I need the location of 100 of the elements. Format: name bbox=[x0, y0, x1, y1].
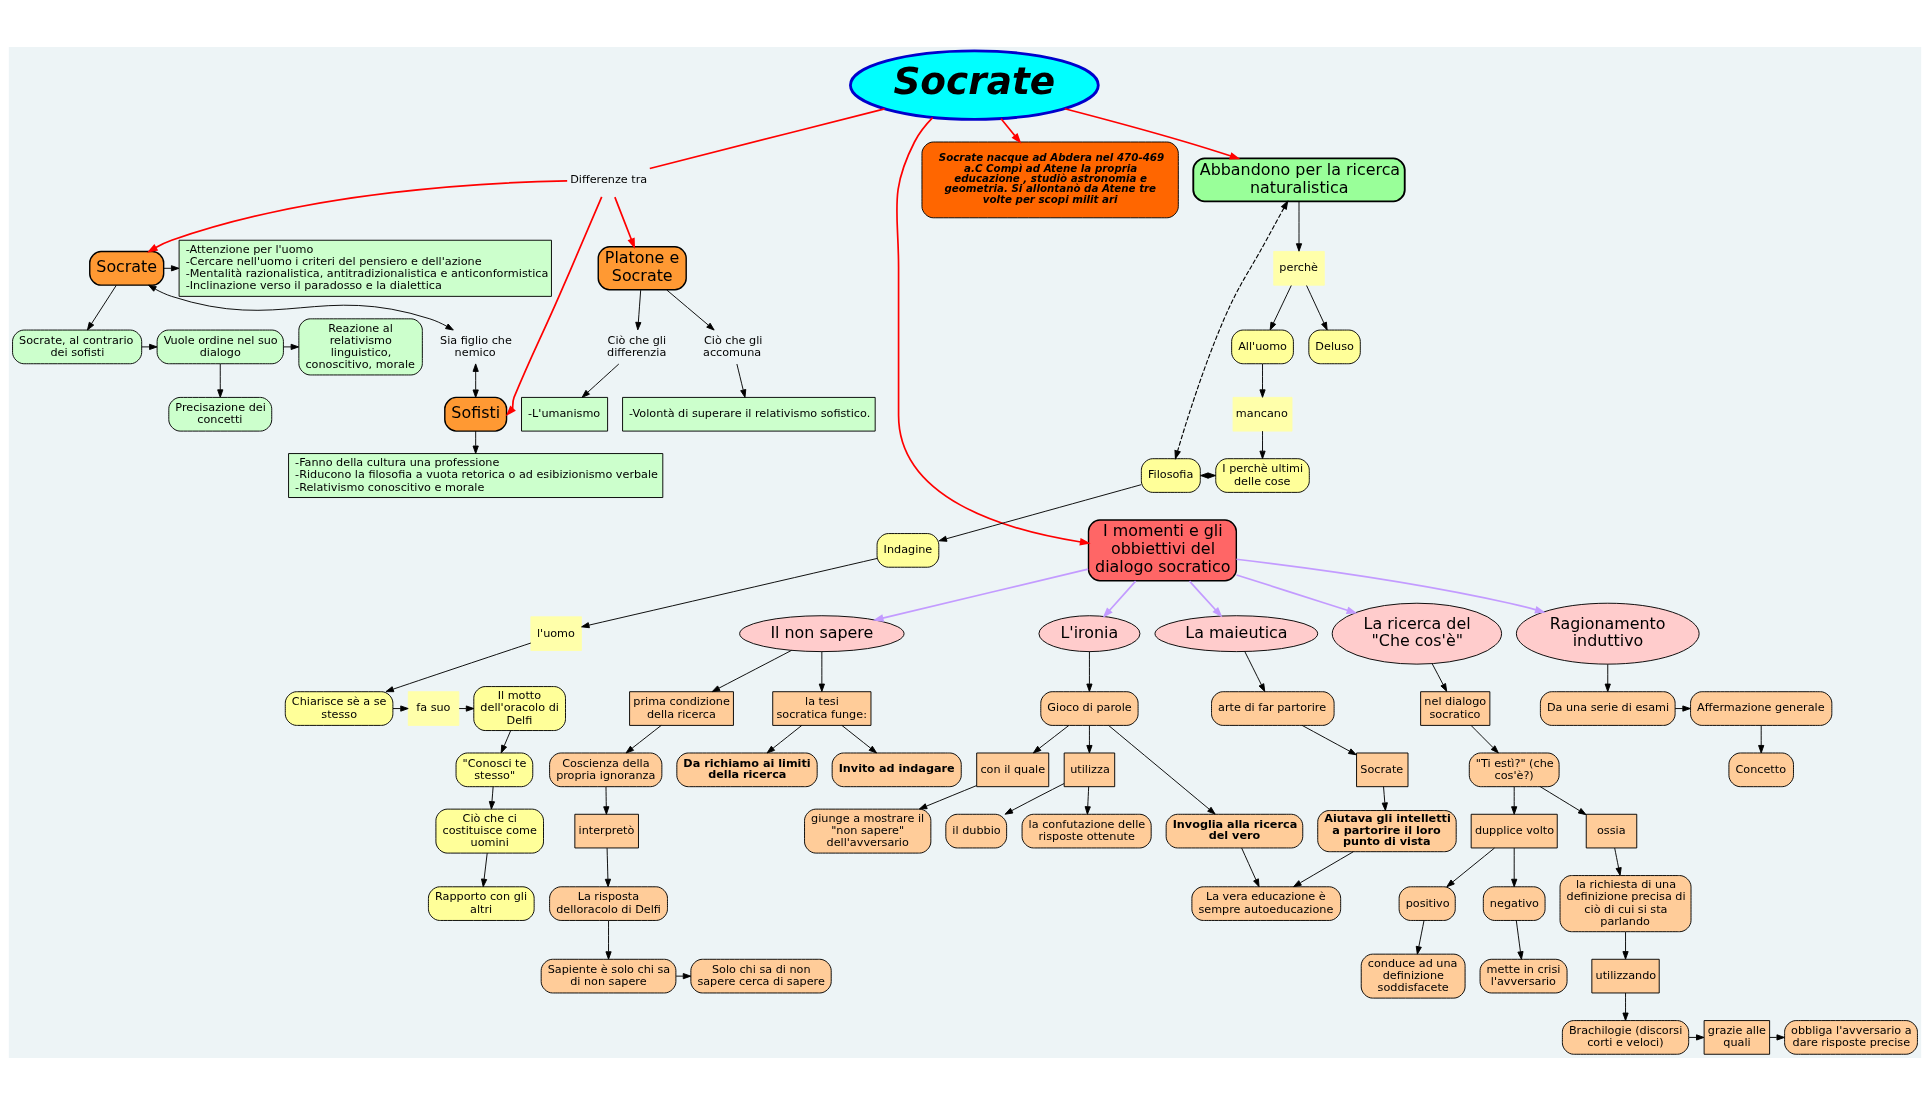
node-box: Precisazione dei concetti bbox=[168, 396, 273, 432]
node-box: grazie alle quali bbox=[1703, 1020, 1771, 1055]
node-box: Invito ad indagare bbox=[831, 752, 962, 788]
node-box: Reazione al relativismo linguistico, conoscitivo, morale bbox=[298, 318, 423, 376]
arrow bbox=[1235, 574, 1358, 614]
arrow bbox=[1269, 285, 1292, 331]
node-box: Deluso bbox=[1308, 329, 1361, 365]
node-ellipse: La maieutica bbox=[1154, 615, 1319, 653]
arrow bbox=[1431, 663, 1448, 692]
node-box: Aiutava gli intelletti a partorire il loro punto di vista bbox=[1317, 810, 1457, 853]
arrow bbox=[163, 265, 180, 272]
node-box: mancano bbox=[1232, 396, 1293, 432]
arrow bbox=[392, 705, 409, 712]
arrow bbox=[635, 289, 642, 331]
node-box: conduce ad una definizione soddisfacete bbox=[1360, 953, 1466, 999]
arrow bbox=[1086, 724, 1093, 754]
node-ellipse: Socrate bbox=[849, 49, 1100, 121]
arrow bbox=[1758, 724, 1765, 754]
node-box: il dubbio bbox=[945, 813, 1008, 849]
arrow bbox=[148, 284, 454, 331]
arrow bbox=[1084, 786, 1091, 815]
node-box: La risposta delloracolo di Delfi bbox=[549, 886, 668, 921]
node-box: prima condizione della ricerca bbox=[629, 691, 734, 726]
node-box: Socrate bbox=[1356, 752, 1409, 788]
node-box: La vera educazione è sempre autoeducazione bbox=[1191, 886, 1342, 921]
arrow bbox=[1295, 201, 1303, 252]
node-box: Socrate bbox=[89, 250, 165, 286]
node-box: ossia bbox=[1585, 813, 1638, 849]
node-box: negativo bbox=[1482, 886, 1546, 921]
node-box: positivo bbox=[1398, 886, 1456, 921]
node-box: Affermazione generale bbox=[1690, 691, 1833, 726]
node-box: nel dialogo socratico bbox=[1420, 691, 1491, 726]
arrow bbox=[1470, 724, 1499, 754]
node-box: Chiarisce sè a se stesso bbox=[284, 691, 394, 726]
node-box: Gioco di parole bbox=[1040, 691, 1139, 726]
arrow bbox=[766, 724, 803, 754]
arrow bbox=[1086, 651, 1093, 692]
arrow bbox=[1293, 851, 1354, 888]
arrow bbox=[1174, 199, 1289, 460]
arrow bbox=[1000, 118, 1022, 144]
node-box: -Fanno della cultura una professione -Riducono la filosofia a vuota retorica o ad esibizionismo verbale -Relativismo conoscitivo e morale bbox=[288, 453, 664, 498]
node-box: Abbandono per la ricerca naturalistica bbox=[1192, 157, 1406, 203]
arrow bbox=[1032, 724, 1070, 754]
node-box: arte di far partorire bbox=[1211, 691, 1335, 726]
arrow bbox=[818, 651, 825, 692]
node-box: Sofisti bbox=[444, 396, 508, 432]
arrow bbox=[1614, 847, 1622, 876]
arrow bbox=[488, 786, 496, 810]
node-box: Socrate, al contrario dei sofisti bbox=[12, 329, 143, 365]
node-text: Ciò che gli accomuna bbox=[703, 333, 763, 359]
arrow bbox=[1515, 920, 1524, 960]
arrow bbox=[736, 363, 747, 398]
arrow bbox=[1301, 724, 1357, 756]
arrow bbox=[1244, 651, 1266, 692]
node-text: Ciò che gli differenzia bbox=[607, 333, 667, 359]
arrow bbox=[500, 730, 512, 754]
arrow bbox=[581, 558, 878, 629]
arrow bbox=[1259, 363, 1266, 398]
arrow bbox=[458, 705, 475, 712]
arrow bbox=[841, 724, 878, 754]
node-box: con il quale bbox=[976, 752, 1050, 788]
arrow bbox=[675, 973, 692, 980]
arrow bbox=[614, 196, 636, 249]
node-box: Brachilogie (discorsi corti e veloci) bbox=[1561, 1020, 1690, 1055]
arrow bbox=[481, 852, 488, 888]
arrow bbox=[666, 289, 715, 331]
arrow bbox=[1235, 558, 1546, 614]
connector bbox=[648, 108, 886, 170]
arrow bbox=[603, 786, 610, 815]
node-box: Solo chi sa di non sapere cerca di sapere bbox=[690, 958, 832, 994]
arrow bbox=[918, 785, 977, 810]
arrow bbox=[1511, 786, 1518, 815]
node-box: dupplice volto bbox=[1470, 813, 1558, 849]
node-box: Invoglia alla ricerca del vero bbox=[1165, 813, 1304, 849]
arrow bbox=[1446, 847, 1495, 888]
node-ellipse: L'ironia bbox=[1038, 615, 1141, 653]
arrow bbox=[872, 568, 1089, 622]
arrow bbox=[472, 430, 479, 454]
arrow bbox=[938, 484, 1142, 542]
arrow bbox=[1539, 786, 1587, 816]
arrow bbox=[472, 363, 479, 398]
node-box: fa suo bbox=[407, 691, 460, 726]
arrow bbox=[1306, 285, 1328, 331]
node-box: Indagine bbox=[876, 533, 940, 568]
arrow bbox=[1241, 847, 1260, 888]
arrow bbox=[711, 650, 792, 693]
arrow bbox=[1622, 992, 1629, 1021]
node-box: Sapiente è solo chi sa di non sapere bbox=[540, 958, 677, 994]
node-box: Coscienza della propria ignoranza bbox=[549, 752, 663, 788]
node-box: la richiesta di una definizione precisa di ciò di cui si sta parlando bbox=[1559, 875, 1692, 933]
arrow bbox=[141, 343, 158, 350]
node-box: "Ti estì?" (che cos'è?) bbox=[1468, 752, 1560, 788]
arrow bbox=[217, 363, 224, 398]
node-box: -Volontà di superare il relativismo sofistico. bbox=[622, 396, 876, 432]
arrow bbox=[1622, 931, 1629, 960]
node-box: I perchè ultimi delle cose bbox=[1215, 458, 1310, 493]
node-box: Da richiamo ai limiti della ricerca bbox=[676, 752, 818, 788]
node-box: mette in crisi l'avversario bbox=[1479, 958, 1568, 994]
node-box: Filosofia bbox=[1140, 458, 1201, 493]
node-box: Ciò che ci costituisce come uomini bbox=[435, 808, 544, 854]
